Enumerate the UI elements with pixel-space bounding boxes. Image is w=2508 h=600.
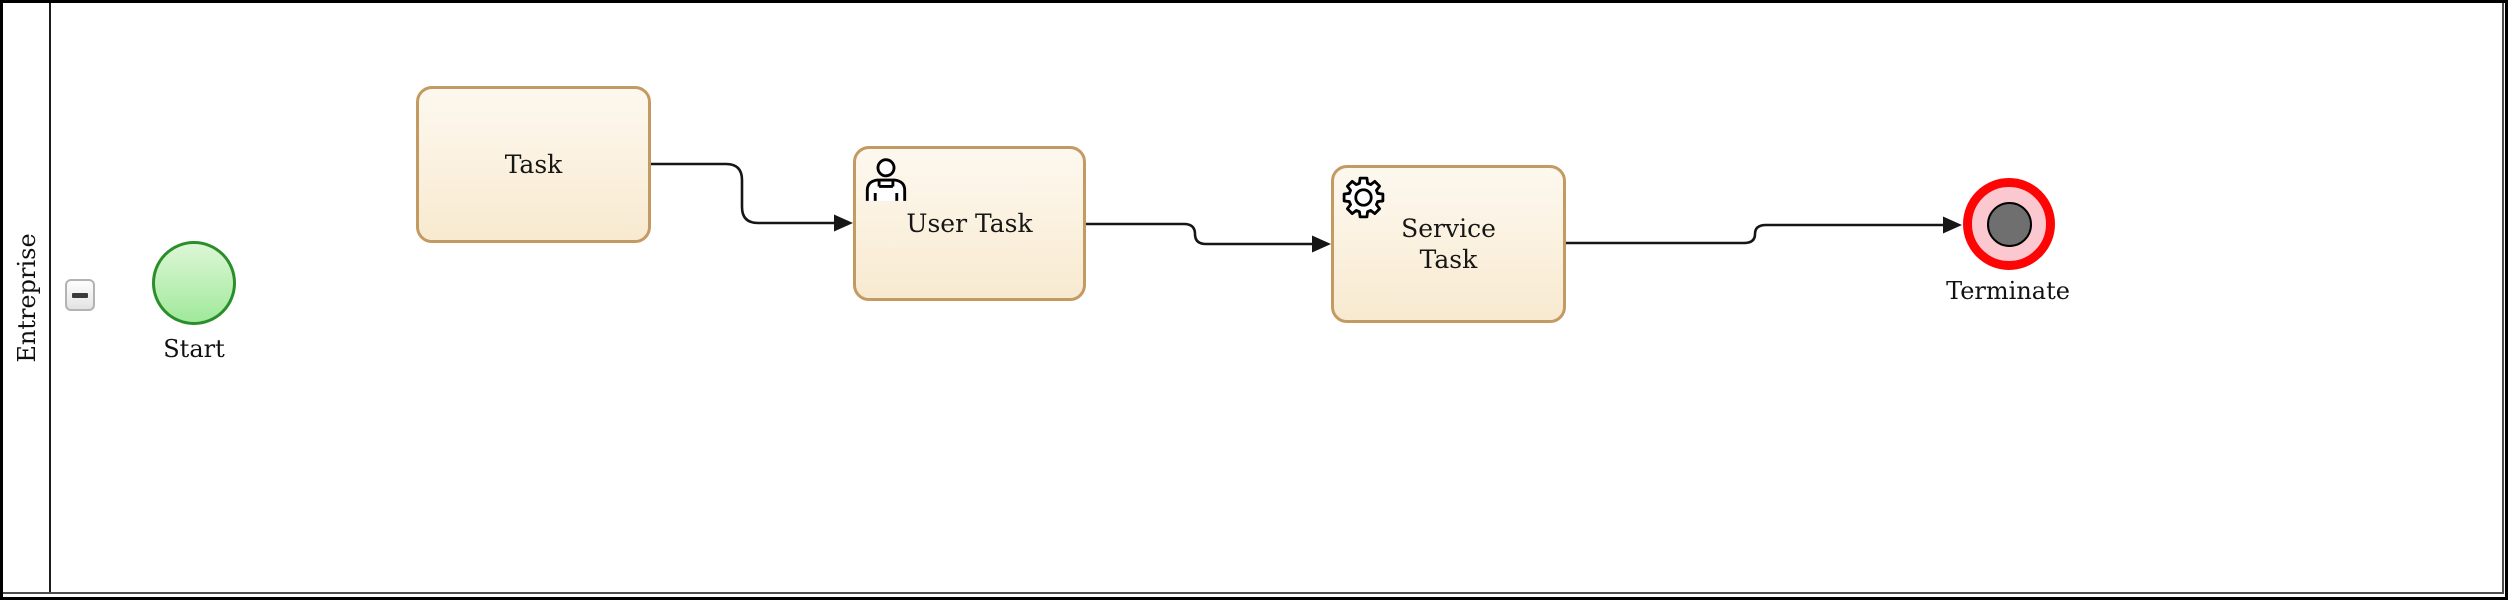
minus-icon — [72, 292, 88, 298]
service-task-node[interactable]: Service Task — [1331, 165, 1566, 323]
arrowhead-icon — [834, 214, 853, 232]
user-icon — [863, 156, 909, 208]
terminate-end-event[interactable] — [1963, 178, 2055, 270]
user-task-label: User Task — [906, 208, 1033, 238]
sequence-flow-service-task-to-terminate[interactable] — [1566, 216, 1962, 245]
sequence-flow-user-task-to-service-task[interactable] — [1086, 222, 1331, 253]
pool-border-bottom — [3, 592, 2504, 594]
start-event-label: Start — [163, 335, 225, 363]
terminate-event-label: Terminate — [1946, 277, 2070, 305]
task-label: Task — [504, 149, 563, 179]
task-node[interactable]: Task — [416, 86, 651, 243]
user-task-node[interactable]: User Task — [853, 146, 1086, 301]
sequence-flow-task-to-user-task[interactable] — [651, 162, 853, 232]
pool-border-right — [2502, 3, 2504, 594]
collapse-pool-button[interactable] — [65, 279, 95, 311]
terminate-core-circle — [1986, 201, 2032, 247]
arrowhead-icon — [1943, 216, 1962, 234]
arrowhead-icon — [1312, 235, 1331, 253]
gear-icon — [1341, 175, 1386, 224]
sequence-flows-layer — [651, 162, 1962, 253]
start-event[interactable] — [152, 241, 236, 325]
pool-lane-header[interactable]: Entreprise — [3, 3, 51, 594]
service-task-label: Service Task — [1401, 213, 1496, 274]
